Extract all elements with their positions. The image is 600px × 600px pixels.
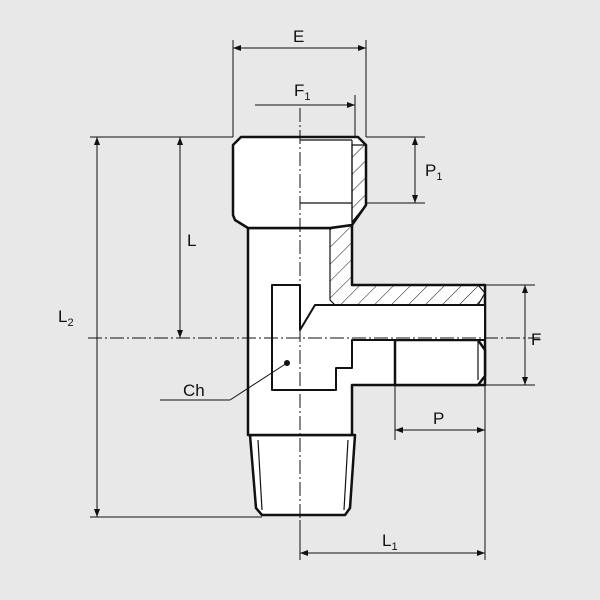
label-F: F bbox=[531, 330, 541, 349]
label-P1: P1 bbox=[425, 161, 442, 183]
label-F1: F1 bbox=[294, 81, 311, 103]
label-L: L bbox=[187, 231, 196, 250]
label-L2: L2 bbox=[58, 307, 74, 329]
label-L1: L1 bbox=[382, 531, 398, 553]
fitting-body bbox=[231, 135, 487, 517]
arrowheads bbox=[94, 45, 528, 556]
label-P: P bbox=[433, 409, 444, 428]
dimension-lines bbox=[96, 47, 526, 554]
label-Ch: Ch bbox=[183, 381, 205, 400]
label-E: E bbox=[293, 27, 304, 46]
